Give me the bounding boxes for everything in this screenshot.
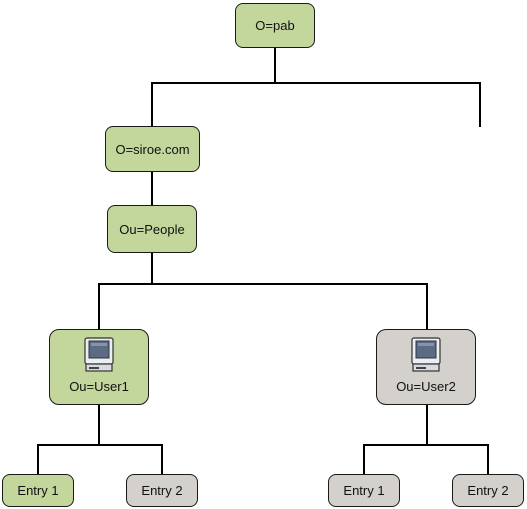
node-user2-label: Ou=User2: [396, 379, 456, 394]
node-ou-people: Ou=People: [107, 205, 197, 253]
entry-label: Entry 2: [141, 483, 183, 498]
node-user1-entry-1: Entry 1: [2, 474, 74, 507]
node-user1: Ou=User1: [49, 329, 149, 405]
entry-label: Entry 1: [343, 483, 385, 498]
node-root-label: O=pab: [255, 18, 295, 33]
node-org: O=siroe.com: [105, 126, 200, 172]
node-user2: Ou=User2: [376, 329, 476, 405]
entry-label: Entry 1: [17, 483, 59, 498]
node-ou-people-label: Ou=People: [119, 221, 185, 237]
node-user1-label: Ou=User1: [69, 379, 129, 394]
computer-icon: [84, 337, 114, 372]
entry-label: Entry 2: [467, 483, 509, 498]
node-user1-entry-2: Entry 2: [126, 474, 198, 507]
node-org-label: O=siroe.com: [115, 141, 190, 157]
node-root: O=pab: [235, 3, 315, 48]
computer-icon: [411, 337, 441, 372]
node-user2-entry-2: Entry 2: [452, 474, 524, 507]
node-user2-entry-1: Entry 1: [328, 474, 400, 507]
